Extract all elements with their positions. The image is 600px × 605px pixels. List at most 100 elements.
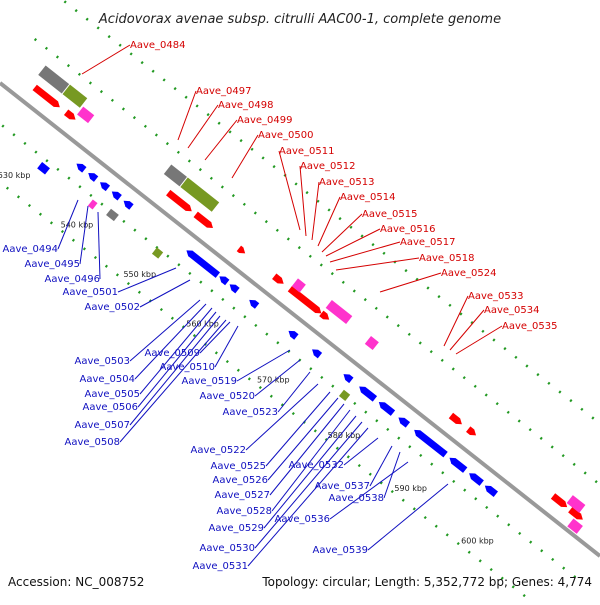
gene-label: Aave_0535 xyxy=(502,321,558,332)
leader-line xyxy=(443,295,469,347)
cog-box-1 xyxy=(62,84,88,108)
leader-line xyxy=(247,427,369,567)
leader-line xyxy=(177,90,197,141)
reverse-cds-12 xyxy=(359,386,378,402)
leader-line xyxy=(57,199,79,250)
leader-line xyxy=(267,397,339,481)
gene-label: Aave_0484 xyxy=(130,40,186,51)
gene-label: Aave_0502 xyxy=(85,302,141,313)
kbp-marker: 530 kbp xyxy=(0,171,30,180)
reverse-cds-13 xyxy=(378,402,396,416)
gene-label: Aave_0514 xyxy=(340,192,396,203)
gene-label: Aave_0538 xyxy=(329,493,385,504)
reverse-cds-15 xyxy=(414,429,448,458)
leader-line xyxy=(325,228,381,257)
gene-label: Aave_0507 xyxy=(75,420,131,431)
leader-line xyxy=(369,445,393,487)
gene-label: Aave_0522 xyxy=(191,445,247,456)
leader-line xyxy=(311,181,320,241)
small-feature-3 xyxy=(151,247,164,259)
leader-line xyxy=(134,303,207,380)
gene-label: Aave_0503 xyxy=(75,356,131,367)
map-title: Acidovorax avenae subsp. citrulli AAC00-… xyxy=(98,12,501,27)
gene-label: Aave_0512 xyxy=(300,161,356,172)
gene-label: Aave_0496 xyxy=(45,274,101,285)
leader-line xyxy=(81,44,131,75)
gene-label: Aave_0498 xyxy=(218,100,274,111)
gene-label: Aave_0520 xyxy=(200,391,256,402)
gene-label: Aave_0530 xyxy=(200,543,256,554)
forward-cds-7 xyxy=(319,310,330,320)
forward-cds-11 xyxy=(568,506,583,520)
leader-line xyxy=(329,241,401,263)
accession-text: Accession: NC_008752 xyxy=(8,575,144,589)
leader-line xyxy=(199,321,231,354)
kbp-marker: 580 kbp xyxy=(328,431,361,440)
leader-line xyxy=(335,257,420,271)
gene-label: Aave_0518 xyxy=(419,253,475,264)
leader-line xyxy=(117,267,177,293)
kbp-marker: 560 kbp xyxy=(186,320,219,329)
forward-cds-8 xyxy=(448,412,462,425)
leader-line xyxy=(204,119,238,161)
leader-line xyxy=(265,391,331,467)
tick-track-2 xyxy=(0,122,581,583)
genome-summary-text: Topology: circular; Length: 5,352,772 bp… xyxy=(261,575,592,589)
leader-line xyxy=(119,319,227,443)
gene-label: Aave_0524 xyxy=(441,268,497,279)
leader-line xyxy=(379,272,442,293)
leader-line xyxy=(254,421,363,549)
leader-line xyxy=(455,325,503,355)
forward-cds-4 xyxy=(236,245,246,254)
reverse-cds-0 xyxy=(76,163,87,173)
gene-label: Aave_0497 xyxy=(196,86,252,97)
forward-cds-2 xyxy=(166,189,192,212)
gene-label: Aave_0495 xyxy=(25,259,81,270)
small-feature-4 xyxy=(338,389,351,402)
reverse-cds-11 xyxy=(343,374,354,384)
leader-line xyxy=(277,371,311,413)
gene-label: Aave_0506 xyxy=(83,402,139,413)
leader-line xyxy=(245,383,319,451)
small-feature-2 xyxy=(87,199,98,210)
forward-cds-10 xyxy=(550,493,568,508)
leader-line xyxy=(129,299,201,362)
reverse-cds-4 xyxy=(123,200,134,210)
rna-feature-5 xyxy=(567,518,583,534)
gene-label: Aave_0513 xyxy=(319,177,375,188)
genome-backbone xyxy=(0,81,600,558)
gene-label: Aave_0529 xyxy=(209,523,265,534)
rna-feature-3 xyxy=(364,336,379,351)
kbp-marker: 550 kbp xyxy=(123,270,156,279)
gene-label: Aave_0532 xyxy=(289,460,345,471)
reverse-cds-7 xyxy=(229,284,240,294)
leader-line xyxy=(139,279,191,308)
gene-label: Aave_0516 xyxy=(380,224,436,235)
reverse-cds-6 xyxy=(219,276,230,286)
forward-cds-5 xyxy=(272,273,284,284)
leader-line xyxy=(449,309,485,351)
tick-track-1 xyxy=(63,0,600,426)
gene-label: Aave_0505 xyxy=(85,389,141,400)
leader-line xyxy=(214,325,239,368)
reverse-cds-17 xyxy=(469,473,484,486)
gene-label: Aave_0527 xyxy=(215,490,271,501)
gene-label: Aave_0525 xyxy=(211,461,267,472)
kbp-marker: 590 kbp xyxy=(394,484,427,493)
leader-line xyxy=(329,461,409,520)
leader-line xyxy=(236,349,291,382)
leader-line xyxy=(263,415,357,529)
leader-line xyxy=(299,165,307,237)
gene-label: Aave_0500 xyxy=(258,130,314,141)
gene-label: Aave_0499 xyxy=(237,115,293,126)
leader-line xyxy=(254,359,301,397)
gene-label: Aave_0526 xyxy=(213,475,269,486)
leader-line xyxy=(383,451,401,499)
cog-box-3 xyxy=(180,177,220,212)
forward-cds-9 xyxy=(466,426,477,436)
tick-track-3 xyxy=(0,180,539,605)
gene-label: Aave_0531 xyxy=(193,561,249,572)
